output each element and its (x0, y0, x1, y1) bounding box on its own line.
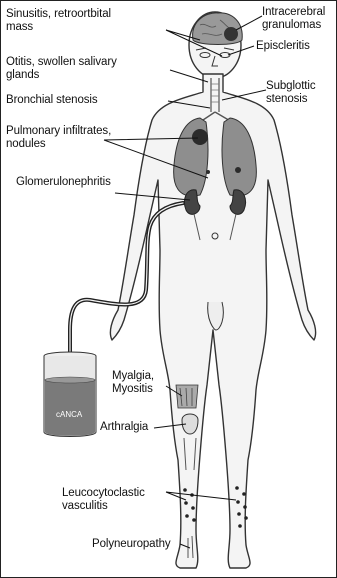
label-polyneuropathy: Polyneuropathy (92, 538, 171, 551)
canca-jar (44, 352, 96, 437)
label-glomerulonephritis: Glomerulonephritis (16, 176, 111, 189)
label-pulmonary: Pulmonary infiltrates,nodules (6, 125, 111, 151)
label-episcleritis: Episcleritis (256, 40, 310, 53)
label-arthralgia: Arthralgia (100, 421, 148, 434)
label-myalgia: Myalgia,Myositis (112, 370, 154, 396)
intracerebral-granuloma (224, 27, 238, 41)
label-bronchial-stenosis: Bronchial stenosis (6, 94, 98, 107)
jar-label: cANCA (56, 410, 82, 419)
lung-nodule (192, 129, 208, 145)
